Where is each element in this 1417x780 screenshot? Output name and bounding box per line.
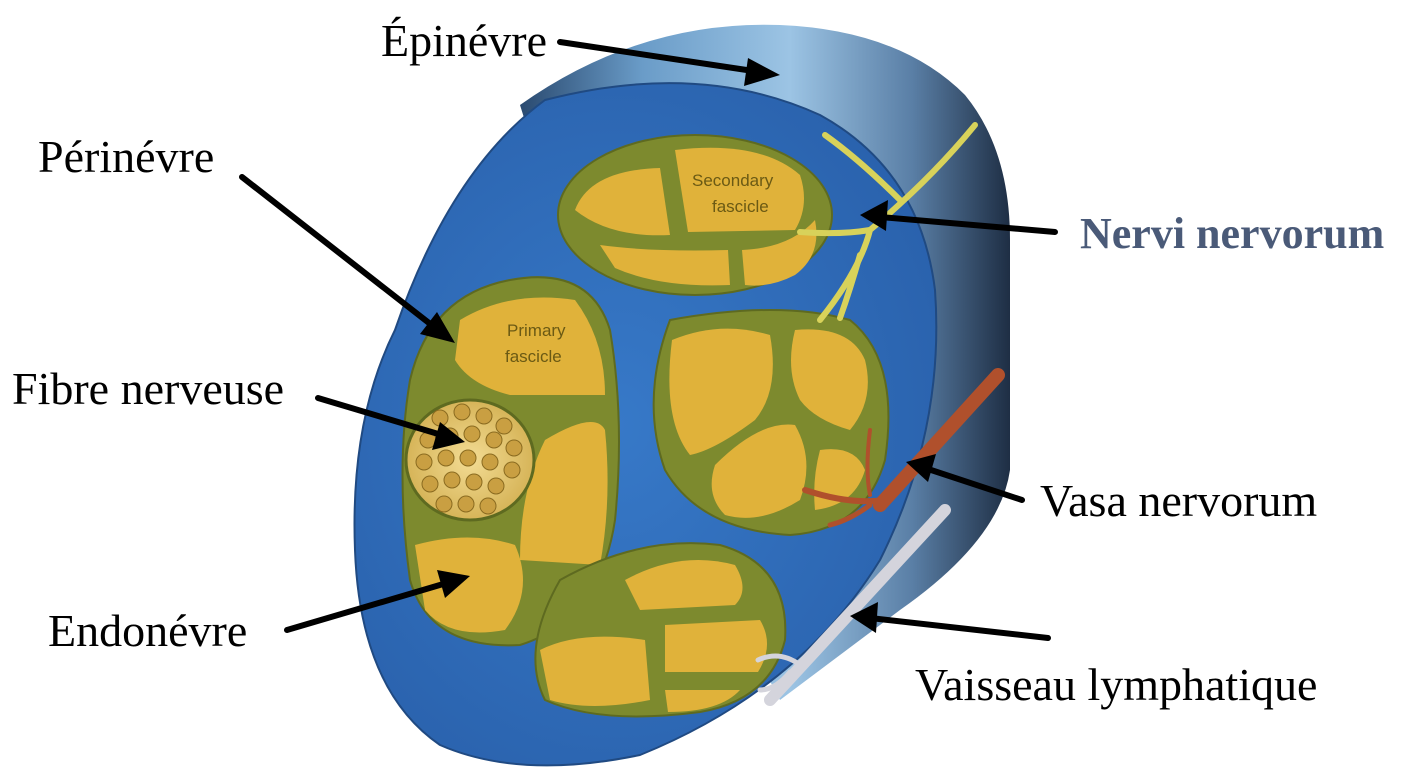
label-vaisseau-lymphatique: Vaisseau lymphatique (915, 659, 1317, 710)
arrow-lymph (870, 618, 1048, 638)
secondary-fascicle (558, 135, 832, 295)
secondary-fascicle-label-2: fascicle (712, 197, 769, 216)
primary-fascicle-label-2: fascicle (505, 347, 562, 366)
primary-fascicle-label-1: Primary (507, 321, 566, 340)
label-epinevre: Épinévre (381, 15, 547, 66)
secondary-fascicle-label-1: Secondary (692, 171, 774, 190)
label-perinevre: Périnévre (38, 131, 214, 182)
label-vasa-nervorum: Vasa nervorum (1040, 475, 1317, 526)
label-nervi-nervorum: Nervi nervorum (1080, 209, 1384, 258)
label-fibre-nerveuse: Fibre nerveuse (12, 363, 284, 414)
arrow-perinevre (242, 177, 438, 330)
label-endonevre: Endonévre (48, 605, 247, 656)
